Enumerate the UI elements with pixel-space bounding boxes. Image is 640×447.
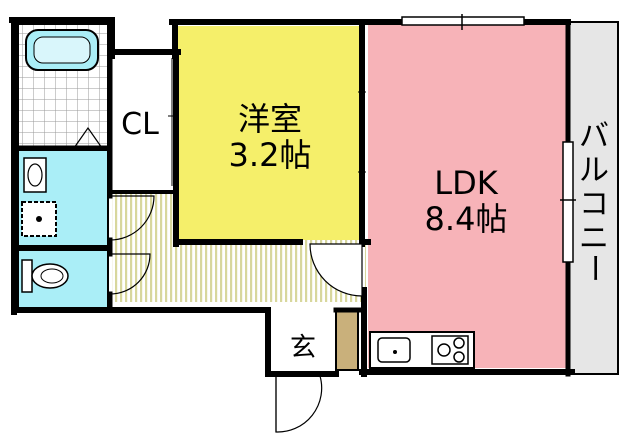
closet-label: CL <box>121 107 159 142</box>
stove-icon <box>431 335 469 365</box>
western-room <box>178 26 361 240</box>
door-swings <box>73 126 363 433</box>
balcony-char-3: コ <box>579 187 609 222</box>
ldk-room-name: LDK <box>434 164 498 202</box>
balcony-label: バ ル コ ニ ー <box>576 119 611 283</box>
ldk-room <box>368 24 566 368</box>
window-ldk-top <box>401 14 525 30</box>
balcony-char-5: ー <box>576 253 611 283</box>
balcony-char-2: ル <box>579 153 609 188</box>
washing-machine-icon <box>21 201 57 237</box>
western-room-size: 3.2帖 <box>229 136 312 174</box>
sink-icon <box>377 337 411 363</box>
entrance-label: 玄 <box>290 333 316 363</box>
closet <box>112 56 176 192</box>
balcony-char-1: バ <box>579 119 609 154</box>
western-room-name: 洋室 <box>238 100 302 138</box>
ldk-room-size: 8.4帖 <box>425 200 508 238</box>
balcony-char-4: ニ <box>579 221 609 256</box>
washbasin-icon <box>23 157 47 193</box>
window-ldk-balcony <box>560 141 576 263</box>
toilet-icon <box>21 259 69 293</box>
bathtub-icon <box>25 29 99 71</box>
closet-rail <box>168 58 366 186</box>
